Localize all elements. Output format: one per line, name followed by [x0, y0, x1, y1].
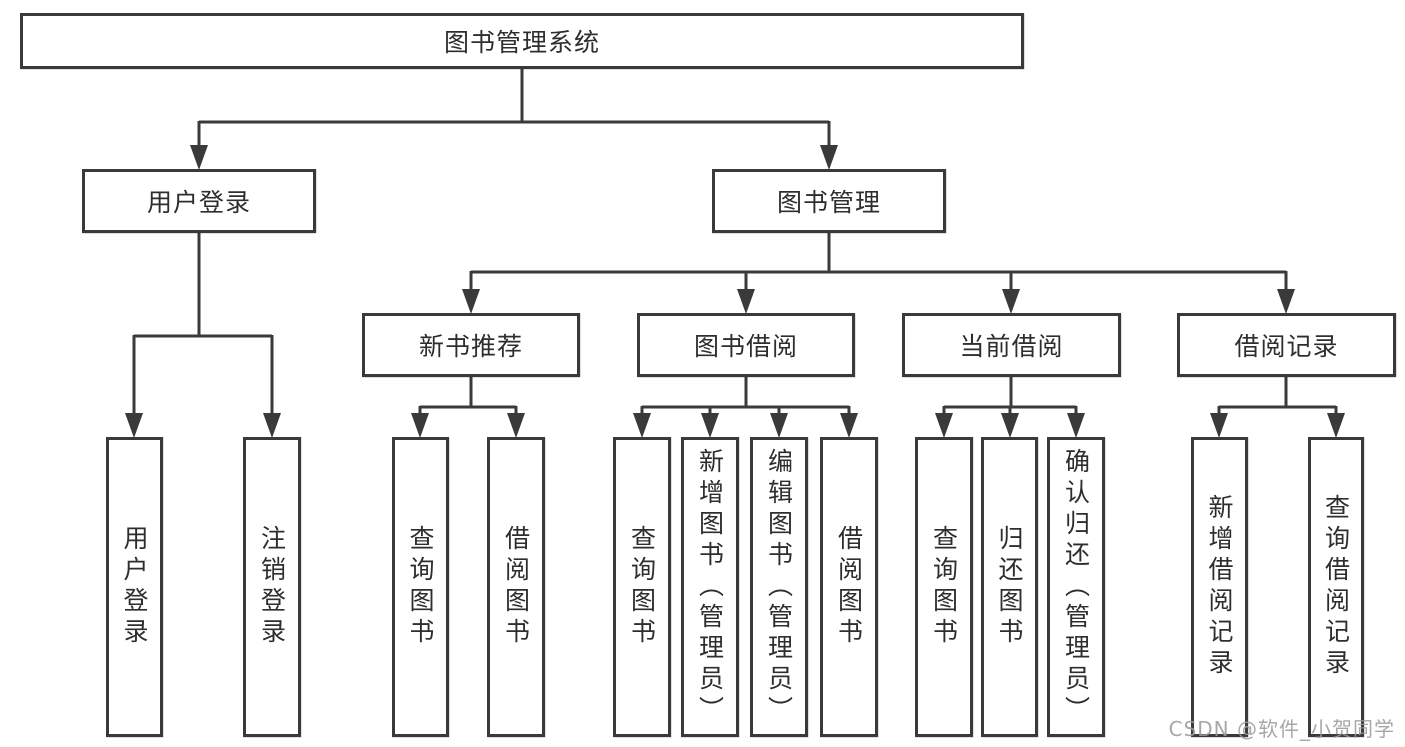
- node-root-label: 图书管理系统: [443, 28, 600, 57]
- node-borrow-records: 借阅记录: [1177, 313, 1396, 377]
- watermark: CSDN @软件_小贺同学: [1168, 717, 1395, 741]
- node-user-login-label: 用户登录: [146, 188, 251, 217]
- node-borrow-records-label: 借阅记录: [1234, 332, 1339, 361]
- leaf-borrow-book: 借阅图书: [820, 437, 878, 737]
- leaf-return-book-label: 归还图书: [995, 525, 1024, 649]
- leaf-edit-book-admin: 编辑图书（管理员）: [750, 437, 808, 737]
- node-current-borrow-label: 当前借阅: [959, 332, 1064, 361]
- leaf-query-book-current-label: 查询图书: [929, 525, 959, 649]
- leaf-query-book-borrow: 查询图书: [613, 437, 671, 737]
- leaf-query-book-recommend-label: 查询图书: [406, 525, 435, 649]
- leaf-user-login: 用户登录: [106, 437, 163, 737]
- leaf-confirm-return-admin-label: 确认归还（管理员）: [1061, 447, 1091, 727]
- leaf-query-borrow-record: 查询借阅记录: [1308, 437, 1364, 737]
- node-book-management-label: 图书管理: [776, 188, 881, 217]
- leaf-confirm-return-admin: 确认归还（管理员）: [1047, 437, 1105, 737]
- node-root: 图书管理系统: [20, 13, 1024, 69]
- leaf-borrow-book-recommend-label: 借阅图书: [501, 525, 531, 649]
- arrowheads: [125, 145, 1345, 438]
- leaf-add-book-admin: 新增图书（管理员）: [681, 437, 739, 737]
- node-book-borrow-label: 图书借阅: [693, 332, 798, 361]
- node-new-book-recommend: 新书推荐: [362, 313, 580, 377]
- node-book-borrow: 图书借阅: [637, 313, 855, 377]
- node-user-login: 用户登录: [82, 169, 316, 233]
- leaf-edit-book-admin-label: 编辑图书（管理员）: [764, 447, 794, 727]
- leaf-query-book-borrow-label: 查询图书: [627, 525, 657, 649]
- leaf-user-login-label: 用户登录: [120, 525, 149, 649]
- leaf-add-borrow-record: 新增借阅记录: [1191, 437, 1248, 737]
- leaf-logout: 注销登录: [243, 437, 301, 737]
- leaf-return-book: 归还图书: [981, 437, 1038, 737]
- leaf-borrow-book-recommend: 借阅图书: [487, 437, 545, 737]
- leaf-borrow-book-label: 借阅图书: [834, 525, 864, 649]
- node-new-book-recommend-label: 新书推荐: [418, 332, 523, 361]
- leaf-query-book-recommend: 查询图书: [392, 437, 449, 737]
- node-current-borrow: 当前借阅: [902, 313, 1121, 377]
- leaf-query-book-current: 查询图书: [915, 437, 973, 737]
- leaf-add-book-admin-label: 新增图书（管理员）: [695, 447, 725, 727]
- leaf-query-borrow-record-label: 查询借阅记录: [1321, 494, 1351, 680]
- leaf-logout-label: 注销登录: [257, 525, 287, 649]
- leaf-add-borrow-record-label: 新增借阅记录: [1205, 494, 1234, 680]
- node-book-management: 图书管理: [712, 169, 946, 233]
